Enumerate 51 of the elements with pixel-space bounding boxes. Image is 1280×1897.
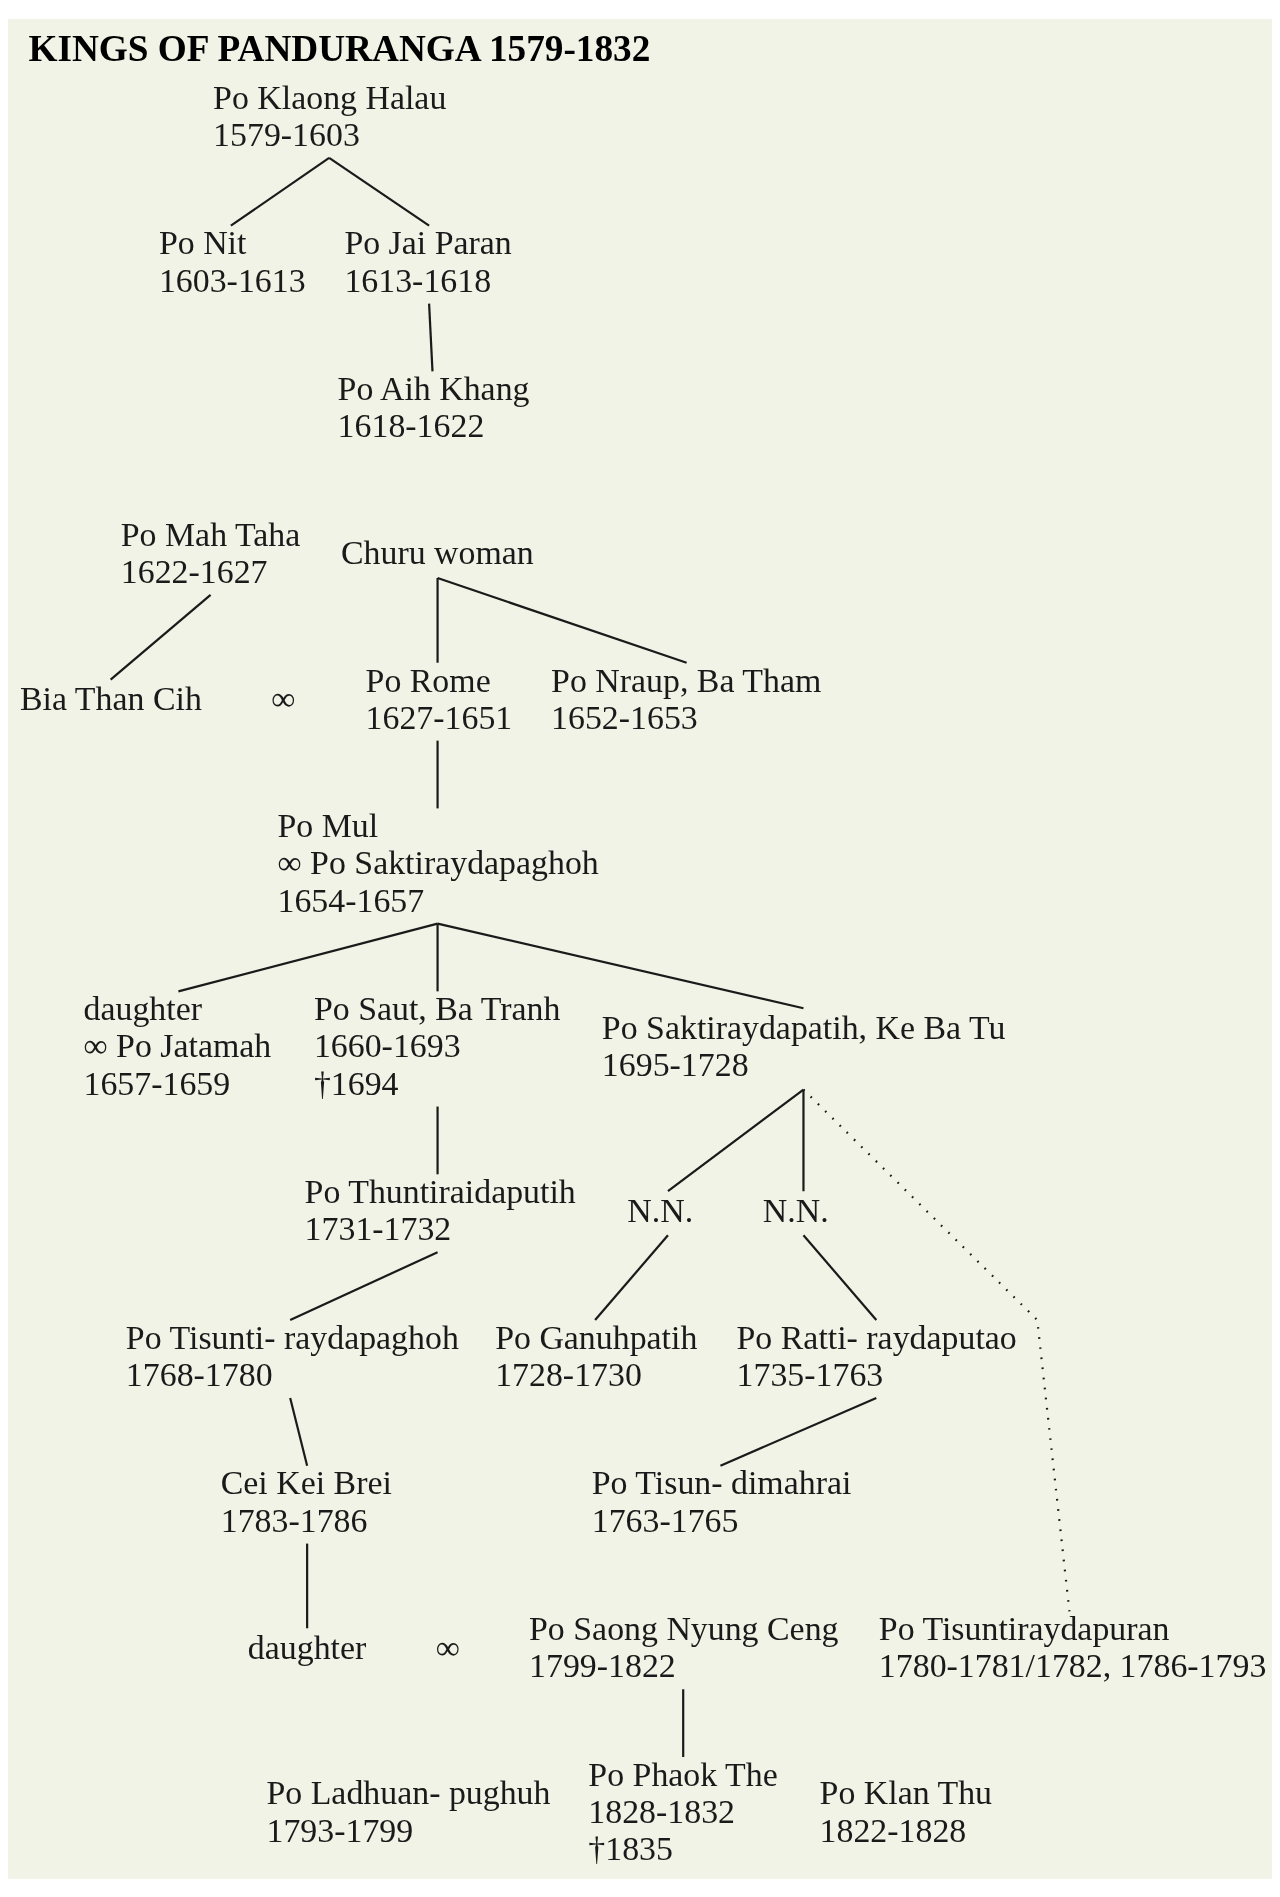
label: ∞ [271,679,296,717]
node-text: Churu woman [341,533,534,571]
node-text: Po Nit 1603-1613 [158,223,306,299]
connector [802,1234,878,1321]
node-text: Po Aih Khang 1618-1622 [337,369,530,444]
connector [230,156,330,227]
connector [720,1396,877,1467]
node-text: Po Saktiraydapatih, Ke Ba Tu 1695-1728 [601,1008,1006,1083]
connector [436,577,439,663]
node-text: Po Saut, Ba Tranh 1660-1693 †1694 [313,989,561,1102]
diagram-title: KINGS OF PANDURANGA 1579-1832 [28,27,651,69]
node-text: daughter [247,1628,367,1666]
connector [437,922,804,1009]
node-text: Cei Kei Brei 1783-1786 [220,1463,392,1539]
node-text: Po Ladhuan- pughuh 1793-1799 [266,1773,551,1849]
node-text: N.N. [627,1191,694,1229]
node-text: daughter ∞ Po Jatamah 1657-1659 [83,989,272,1102]
node-text: Po Mul ∞ Po Saktiraydapaghoh 1654-1657 [277,806,599,919]
connector [436,1106,439,1174]
connector [428,303,434,371]
connector [328,156,430,227]
node-text: Po Saong Nyung Ceng 1799-1822 [529,1609,839,1684]
connector [109,593,212,680]
connector [436,923,439,991]
node-text: Po Ratti- raydaputao 1735-1763 [736,1318,1017,1393]
node-text: Po Tisuntiraydapuran 1780-1781/1782, 1786-1793 [878,1609,1267,1684]
node-text: Po Klan Thu 1822-1828 [819,1773,993,1849]
connector [306,1543,309,1628]
node-text: Po Thuntiraidaputih 1731-1732 [304,1172,576,1247]
connector [289,1250,439,1321]
node-text: Po Ganuhpatih 1728-1730 [495,1318,698,1393]
label: ∞ [435,1628,460,1666]
connector [802,1088,1071,1611]
node-text: Po Rome 1627-1651 [365,661,513,736]
node-text: Po Mah Taha 1622-1627 [120,515,301,590]
connector [594,1234,669,1321]
node-text: Po Nraup, Ba Tham 1652-1653 [551,661,822,736]
node-text: Po Jai Paran 1613-1618 [344,223,512,299]
node-text: Bia Than Cih [20,679,202,717]
node-text: Po Phaok The 1828-1832 †1835 [588,1755,778,1867]
connector [437,576,687,664]
connector [802,1089,805,1191]
connector [289,1397,309,1466]
connector [178,922,438,992]
connector [667,1088,805,1192]
node-text: N.N. [762,1191,829,1229]
node-text: Po Klaong Halau 1579-1603 [213,78,447,153]
node-text: Po Tisunti- raydapaghoh 1768-1780 [125,1318,459,1393]
connector [682,1688,685,1757]
connector [436,740,439,808]
node-text: Po Tisun- dimahrai 1763-1765 [591,1463,852,1539]
